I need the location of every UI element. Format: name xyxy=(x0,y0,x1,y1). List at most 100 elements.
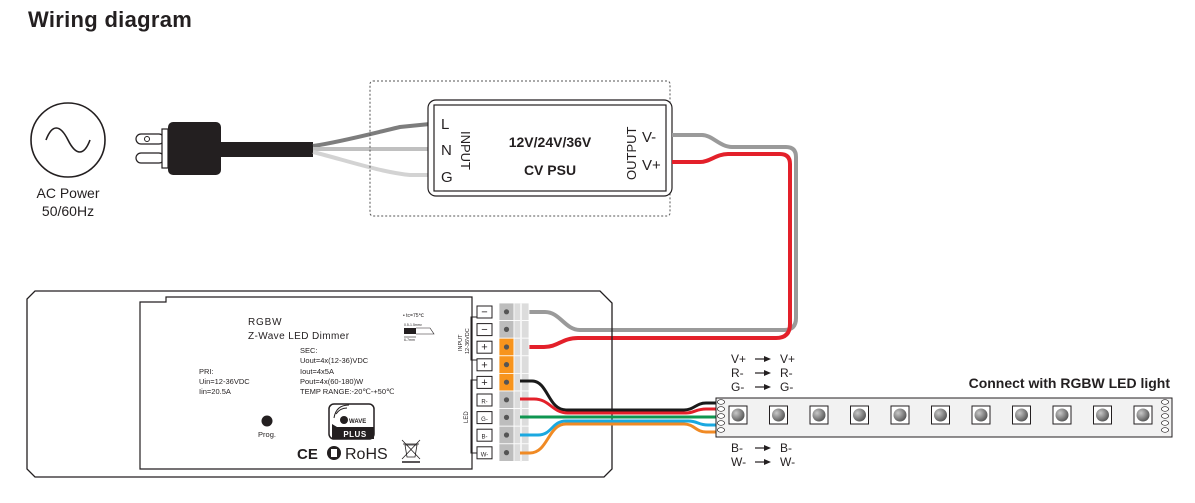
mapping-row-bottom-1: W-W- xyxy=(731,455,795,469)
wire-live xyxy=(312,122,431,148)
terminal-screw-icon xyxy=(503,309,510,315)
mapping-from: R- xyxy=(731,366,744,380)
arrow-right-icon xyxy=(764,384,771,390)
sec-heading: SEC: xyxy=(300,346,318,355)
terminal-screw-icon xyxy=(503,414,510,420)
led-chip xyxy=(931,405,950,425)
solder-pad xyxy=(1161,427,1169,433)
solder-pad xyxy=(717,427,725,433)
terminal-screw-icon xyxy=(503,362,510,368)
psu-body xyxy=(433,104,667,192)
wire-ground xyxy=(312,150,430,177)
led-chip xyxy=(1093,405,1112,425)
led-chip xyxy=(890,405,910,425)
mapping-row-top-2: G- G- xyxy=(731,380,793,394)
solder-pad xyxy=(1161,399,1169,405)
sec-line-4: TEMP RANGE:-20℃-+50℃ xyxy=(300,387,395,396)
led-strip xyxy=(715,397,1173,438)
ac-circle xyxy=(30,102,106,178)
led-group-bracket xyxy=(470,379,477,454)
wire-mapping: V+V+R-R-G-G-B-B-W-W- xyxy=(731,352,795,469)
psu-type-label: CV PSU xyxy=(524,162,576,178)
solder-pad xyxy=(717,399,725,405)
terminal-screw-icon xyxy=(503,397,510,403)
terminal-label: − xyxy=(481,307,487,319)
wire-led-w xyxy=(520,422,716,455)
wire-strip-icon: 0.5-1.5mm² 6-7mm xyxy=(404,323,435,342)
led-chip xyxy=(850,405,869,425)
terminal-screw-icon xyxy=(503,379,510,385)
arrow-right-icon xyxy=(764,459,771,465)
zwave-plus-text: PLUS xyxy=(343,430,367,439)
psu-input-label: INPUT xyxy=(458,131,473,170)
mapping-from: G- xyxy=(731,380,744,394)
led-chip xyxy=(971,405,991,425)
terminal-1: − xyxy=(476,320,530,339)
led-group-label: LED xyxy=(464,411,470,423)
mapping-to: B- xyxy=(780,441,792,455)
terminal-screw-icon xyxy=(503,326,510,332)
pri-heading: PRI: xyxy=(199,367,214,376)
sec-line-3: Pout=4x(60-180)W xyxy=(300,377,364,386)
psu-terminal-n: N xyxy=(441,142,452,159)
prog-button[interactable] xyxy=(261,415,273,427)
zwave-logo-text: WAVE xyxy=(349,419,366,425)
led-chip xyxy=(1052,405,1072,425)
mapping-row-top-0: V+V+ xyxy=(731,352,795,366)
wire-psu-vplus xyxy=(520,152,792,349)
terminal-3: + xyxy=(476,355,530,374)
wire-spec-label: 0.5-1.5mm² xyxy=(404,323,423,327)
mapping-to: G- xyxy=(780,380,793,394)
sec-line-1: Uout=4x(12-36)VDC xyxy=(300,356,369,365)
psu-terminal-l: L xyxy=(441,116,449,133)
terminal-5: R- xyxy=(476,390,530,410)
ac-power-source: AC Power 50/60Hz xyxy=(30,102,106,219)
psu-terminal-vminus: V- xyxy=(642,129,656,146)
dimmer-type: RGBW xyxy=(248,317,282,328)
terminal-label: R- xyxy=(481,400,487,406)
solder-pad xyxy=(1161,413,1169,419)
psu-output-label: OUTPUT xyxy=(624,127,639,181)
terminal-label: + xyxy=(481,377,487,389)
solder-pad xyxy=(1161,406,1169,412)
arrow-right-icon xyxy=(764,445,771,451)
dimmer-name: Z-Wave LED Dimmer xyxy=(248,331,350,342)
rohs-mark: RoHS xyxy=(345,446,388,463)
dimmer-label-panel xyxy=(139,296,473,470)
arrow-right-icon xyxy=(764,356,771,362)
wire-led-vplus xyxy=(520,379,716,412)
pri-line-1: Uin=12-36VDC xyxy=(199,377,250,386)
prog-label: Prog. xyxy=(258,430,276,439)
led-chip xyxy=(809,405,829,425)
terminal-screw-icon xyxy=(503,450,510,456)
terminal-label: − xyxy=(481,324,487,336)
weee-bin-icon xyxy=(401,439,421,463)
mapping-row-bottom-0: B-B- xyxy=(731,441,792,455)
solder-pad xyxy=(717,413,725,419)
wire-led-b xyxy=(520,419,716,437)
terminal-label: W- xyxy=(481,452,489,458)
terminal-8: W- xyxy=(476,443,530,462)
tc-rating: • tc=75℃ xyxy=(403,313,425,319)
terminal-label: + xyxy=(481,359,487,371)
wire-psu-vminus xyxy=(520,133,798,332)
led-chip xyxy=(728,405,748,425)
solder-pad xyxy=(717,420,725,426)
terminal-0: − xyxy=(476,302,530,322)
input-group-bracket xyxy=(470,316,477,361)
terminal-screw-icon xyxy=(503,344,510,350)
led-chip xyxy=(1012,405,1031,425)
terminal-label: G- xyxy=(481,417,488,423)
dimmer-outer-case xyxy=(26,290,613,478)
input-group-label: INPUT xyxy=(458,334,464,351)
terminal-label: + xyxy=(481,342,487,354)
ac-frequency-label: 50/60Hz xyxy=(42,203,94,219)
arrow-right-icon xyxy=(764,370,771,376)
psu-terminal-vplus: V+ xyxy=(642,157,661,174)
led-chip xyxy=(1133,405,1153,425)
mapping-row-top-1: R- R- xyxy=(731,366,793,380)
mapping-to: R- xyxy=(780,366,793,380)
mapping-from: V+ xyxy=(731,352,746,366)
mapping-to: W- xyxy=(780,455,795,469)
